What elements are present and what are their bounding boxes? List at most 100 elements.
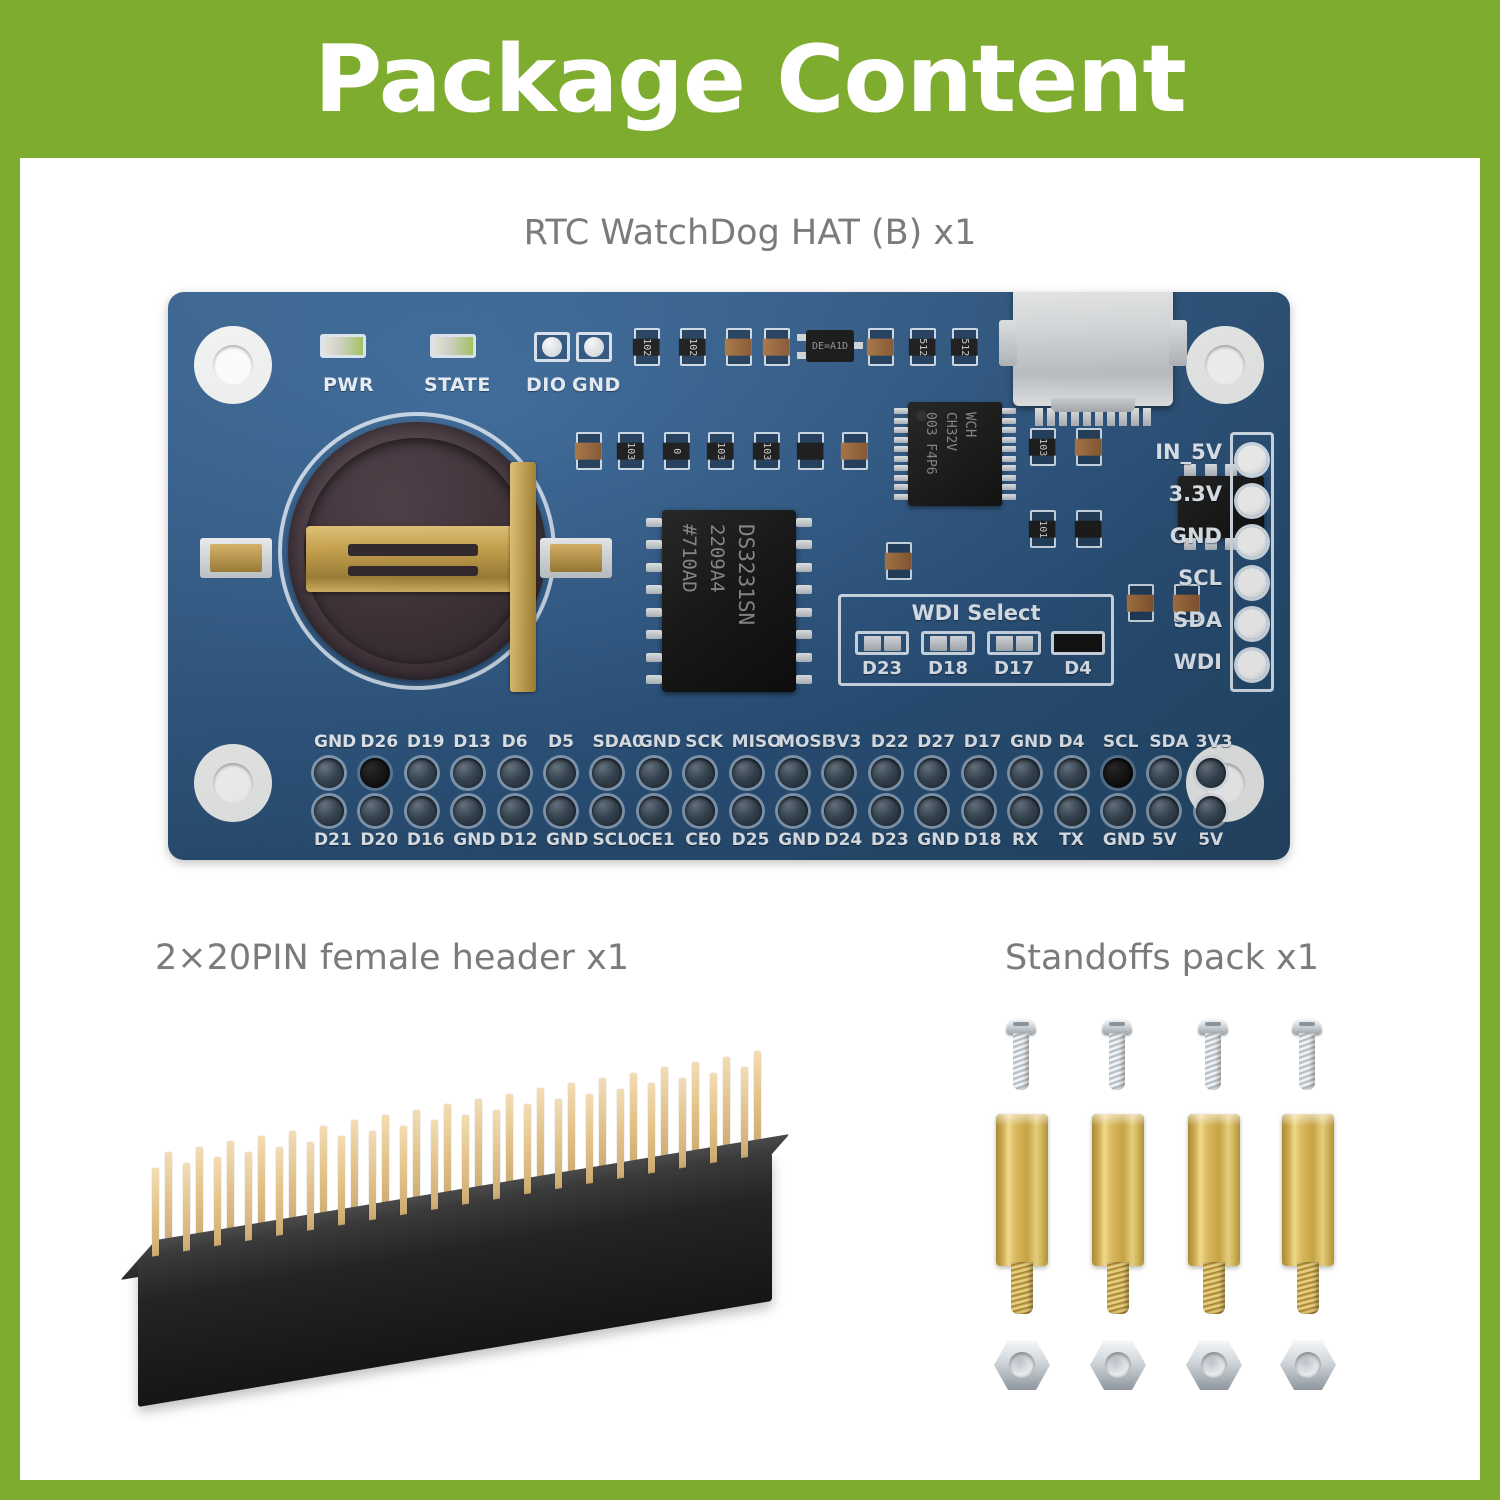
wdi-select-title: WDI Select <box>911 601 1041 625</box>
gpio-pin-bottom-4[interactable] <box>499 796 530 826</box>
gpio-pin-bottom-18[interactable] <box>1149 796 1180 826</box>
gpio-pin-top-10[interactable] <box>778 758 809 788</box>
right-pin-label-gnd: GND <box>1169 524 1222 548</box>
pad-3v3[interactable] <box>1237 485 1267 516</box>
gpio-pin-bottom-11[interactable] <box>824 796 855 826</box>
gpio-pin-bottom-2[interactable] <box>406 796 437 826</box>
right-edge-pin-pads[interactable] <box>1230 432 1274 692</box>
wdi-option-d4[interactable]: D4 <box>1051 631 1105 679</box>
gpio-pin-top-13[interactable] <box>917 758 948 788</box>
right-pin-label-wdi: WDI <box>1173 650 1222 674</box>
gpio-pin-top-2[interactable] <box>406 758 437 788</box>
ds3231-pins-right <box>796 518 812 684</box>
gpio-pin-bottom-7[interactable] <box>638 796 669 826</box>
gpio-pin-bottom-19[interactable] <box>1195 796 1226 826</box>
nut-inner-3 <box>1295 1352 1321 1378</box>
gpio-pin-bottom-10[interactable] <box>778 796 809 826</box>
gpio-pin-top-7[interactable] <box>638 758 669 788</box>
header-pin-front-7 <box>369 1130 376 1255</box>
gpio-label-top-11: 3V3 <box>824 732 862 752</box>
gpio-pin-top-17[interactable] <box>1102 758 1133 788</box>
gpio-pin-top-6[interactable] <box>592 758 623 788</box>
smd-capacitor-7 <box>1127 584 1155 622</box>
gpio-pin-bottom-5[interactable] <box>546 796 577 826</box>
gpio-pin-top-12[interactable] <box>870 758 901 788</box>
gpio-pin-bottom-6[interactable] <box>592 796 623 826</box>
pad-in5v[interactable] <box>1237 444 1267 475</box>
gnd-pad-label: GND <box>572 374 621 396</box>
gpio-label-bottom-7: CE1 <box>638 830 675 850</box>
header-pin-front-6 <box>338 1136 345 1261</box>
header-pin-back-9 <box>444 1104 451 1231</box>
header-pin-back-0 <box>165 1152 172 1278</box>
standoff-hex-body-1 <box>1092 1114 1144 1266</box>
gpio-label-bottom-1: D20 <box>360 830 399 850</box>
gpio-top-holes[interactable] <box>314 758 1226 788</box>
gpio-pin-bottom-15[interactable] <box>1010 796 1041 826</box>
gpio-pin-top-3[interactable] <box>453 758 484 788</box>
wdi-pads-d4[interactable] <box>1051 631 1105 655</box>
gpio-pin-top-0[interactable] <box>314 758 344 788</box>
wdi-option-d23[interactable]: D23 <box>855 631 909 679</box>
mounting-hole-top-right <box>1186 326 1264 404</box>
standoff-3 <box>1282 1114 1334 1314</box>
gpio-pin-top-8[interactable] <box>685 758 716 788</box>
gpio-pin-bottom-8[interactable] <box>685 796 716 826</box>
mcu-pins-left <box>894 408 908 500</box>
mounting-hole-bottom-left <box>194 744 272 822</box>
wdi-pads-d23[interactable] <box>855 631 909 655</box>
gpio-pin-bottom-0[interactable] <box>314 796 344 826</box>
right-pin-label-3v3: 3.3V <box>1168 482 1222 506</box>
usb-c-pins <box>1035 408 1151 426</box>
gpio-pin-top-4[interactable] <box>499 758 530 788</box>
gpio-pin-top-19[interactable] <box>1195 758 1226 788</box>
gpio-pin-bottom-1[interactable] <box>360 796 391 826</box>
usb-c-tab-right <box>1169 320 1187 366</box>
gpio-pin-top-14[interactable] <box>963 758 994 788</box>
gpio-pin-bottom-13[interactable] <box>917 796 948 826</box>
gpio-pin-top-18[interactable] <box>1149 758 1180 788</box>
pad-wdi[interactable] <box>1237 649 1267 680</box>
pad-scl[interactable] <box>1237 567 1267 598</box>
header-pin-back-17 <box>692 1061 699 1188</box>
gpio-pin-bottom-12[interactable] <box>870 796 901 826</box>
battery-solder-tab-left <box>200 538 272 578</box>
state-led-label: STATE <box>424 374 491 396</box>
pad-sda[interactable] <box>1237 608 1267 639</box>
smd-resistor-101b <box>1075 510 1103 548</box>
screw-1 <box>1102 1018 1132 1090</box>
gpio-pin-top-15[interactable] <box>1010 758 1041 788</box>
battery-retaining-clip <box>510 462 536 692</box>
pad-gnd[interactable] <box>1237 526 1267 557</box>
right-pin-label-in5v: IN_5V <box>1155 440 1222 464</box>
right-pin-label-scl: SCL <box>1178 566 1222 590</box>
gpio-pin-top-11[interactable] <box>824 758 855 788</box>
ds3231-marking-line1: DS3231SN <box>734 524 758 626</box>
smd-capacitor-1 <box>725 328 753 366</box>
gpio-pin-top-9[interactable] <box>731 758 762 788</box>
gpio-pin-bottom-9[interactable] <box>731 796 762 826</box>
gpio-bottom-holes[interactable] <box>314 796 1226 826</box>
wdi-pads-d18[interactable] <box>921 631 975 655</box>
header-pin-front-1 <box>183 1162 190 1287</box>
gpio-label-bottom-0: D21 <box>314 830 352 850</box>
gpio-pin-bottom-16[interactable] <box>1056 796 1087 826</box>
wdi-option-d18[interactable]: D18 <box>921 631 975 679</box>
gpio-pin-bottom-14[interactable] <box>963 796 994 826</box>
gpio-pin-top-5[interactable] <box>546 758 577 788</box>
header-pin-back-7 <box>382 1114 389 1241</box>
gpio-pin-bottom-3[interactable] <box>453 796 484 826</box>
usb-c-connector[interactable] <box>999 292 1187 426</box>
wdi-pads-d17[interactable] <box>987 631 1041 655</box>
header-pin-back-1 <box>196 1146 203 1273</box>
wdi-option-d17[interactable]: D17 <box>987 631 1041 679</box>
wdi-label-d18: D18 <box>928 658 968 679</box>
smd-resistor-103b: 103 <box>707 432 735 470</box>
gpio-pin-top-16[interactable] <box>1056 758 1087 788</box>
gpio-label-top-14: D17 <box>963 732 1002 752</box>
smd-capacitor-3 <box>867 328 895 366</box>
gpio-pin-bottom-17[interactable] <box>1102 796 1133 826</box>
gpio-pin-top-1[interactable] <box>360 758 391 788</box>
